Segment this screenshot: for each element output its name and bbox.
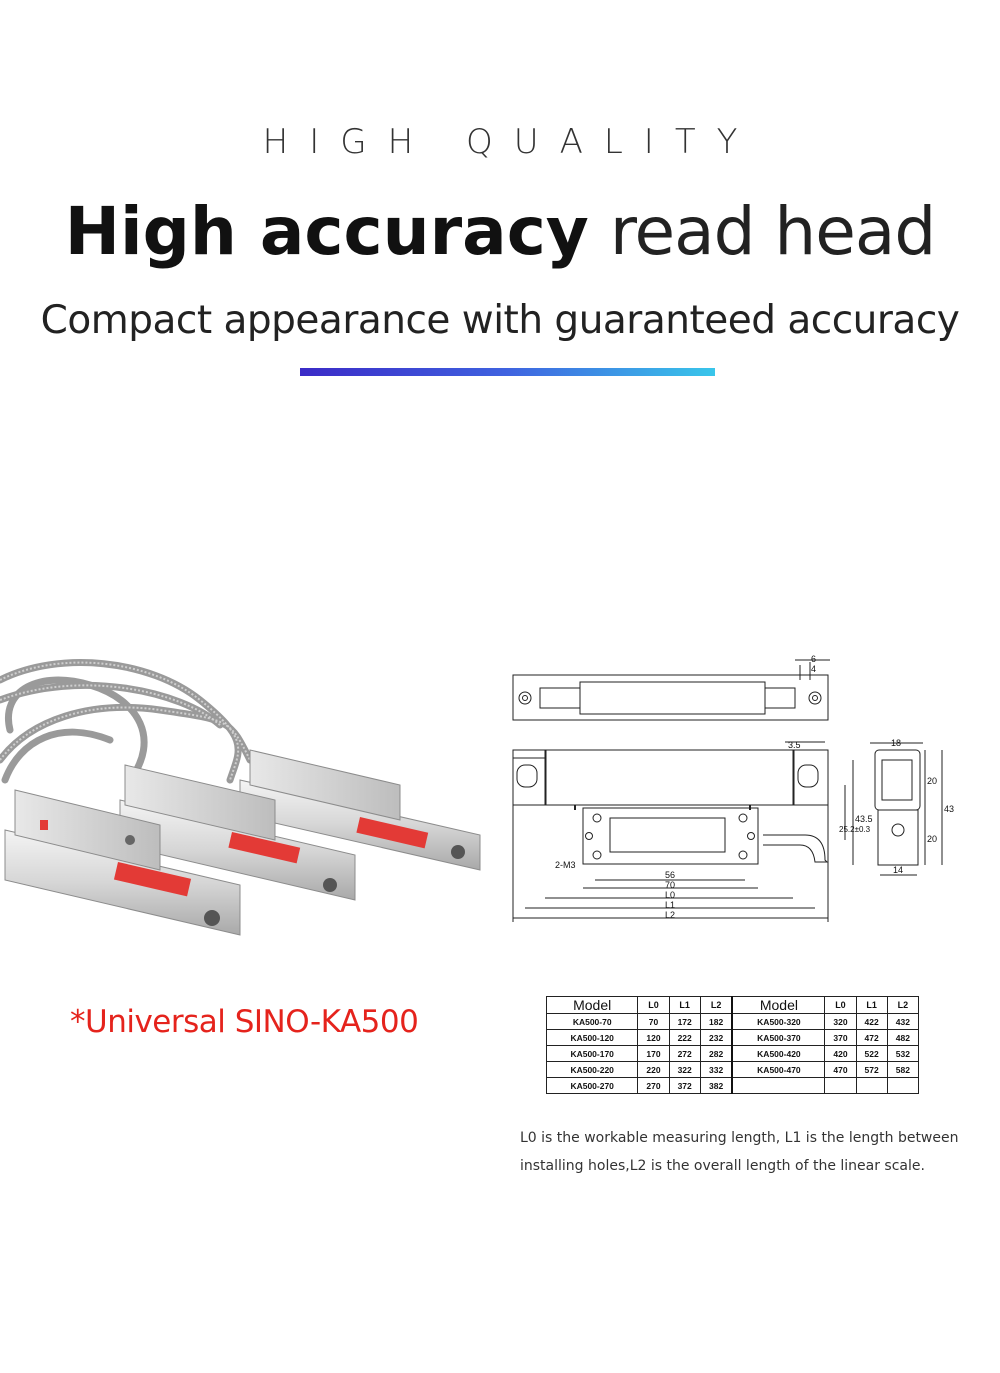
headline-bold: High accuracy	[64, 193, 589, 270]
table-row: KA500-70 70 172 182 KA500-320 320 422 43…	[545, 1013, 920, 1030]
dim-25-2: 25.2±0.3	[839, 825, 871, 834]
note-line-2: installing holes,L2 is the overall lengt…	[520, 1158, 925, 1174]
cell: 172	[668, 1013, 701, 1030]
headline-light: read head	[609, 193, 936, 270]
cell: 422	[855, 1013, 888, 1030]
cell: 572	[855, 1061, 888, 1078]
dim-14: 14	[893, 865, 903, 875]
technical-drawing: 6 4 3.5 18 20 43.5 25.2±0.3 43 20 14 2-M…	[512, 654, 954, 922]
cell: KA500-470	[731, 1061, 826, 1078]
header-model: Model	[545, 996, 639, 1014]
dim-18: 18	[891, 738, 901, 748]
note-line-1: L0 is the workable measuring length, L1 …	[520, 1130, 959, 1146]
accent-divider	[300, 368, 715, 376]
cell: KA500-220	[545, 1061, 639, 1078]
cell: 432	[886, 1013, 920, 1030]
table-header-row: Model L0 L1 L2 Model L0 L1 L2	[545, 996, 920, 1014]
cell	[824, 1077, 857, 1094]
cell: 322	[668, 1061, 701, 1078]
cell: 582	[886, 1061, 920, 1078]
cell	[886, 1077, 920, 1094]
model-label: *Universal SINO-KA500	[70, 1004, 419, 1040]
dim-l1: L1	[665, 900, 675, 910]
cell: 270	[637, 1077, 670, 1094]
cell: KA500-370	[731, 1029, 826, 1046]
dim-4: 4	[811, 664, 816, 674]
cell: 282	[699, 1045, 733, 1062]
dim-43-5: 43.5	[855, 814, 873, 824]
cell: 420	[824, 1045, 857, 1062]
header-l1-right: L1	[855, 996, 888, 1014]
length-note: L0 is the workable measuring length, L1 …	[520, 1124, 990, 1180]
cell: KA500-270	[545, 1077, 639, 1094]
header-l2-right: L2	[886, 996, 920, 1014]
cable-bundle	[0, 659, 254, 784]
drawing-dimension-lines	[512, 805, 829, 922]
table-row: KA500-170 170 272 282 KA500-420 420 522 …	[545, 1045, 920, 1062]
header-l1: L1	[668, 996, 701, 1014]
header-l0: L0	[637, 996, 670, 1014]
cell: 370	[824, 1029, 857, 1046]
table-row: KA500-220 220 322 332 KA500-470 470 572 …	[545, 1061, 920, 1078]
cell: 382	[699, 1077, 733, 1094]
cell: 472	[855, 1029, 888, 1046]
cell: KA500-170	[545, 1045, 639, 1062]
dim-l2: L2	[665, 910, 675, 920]
cell: 182	[699, 1013, 733, 1030]
dim-70: 70	[665, 880, 675, 890]
dim-2-m3: 2-M3	[555, 860, 576, 870]
cell: 70	[637, 1013, 670, 1030]
linear-scale-front	[4, 789, 241, 936]
cell: 532	[886, 1045, 920, 1062]
dim-6: 6	[811, 654, 816, 664]
dim-56: 56	[665, 870, 675, 880]
product-image	[0, 659, 481, 936]
cell: 332	[699, 1061, 733, 1078]
dim-3-5: 3.5	[788, 740, 801, 750]
cell: KA500-120	[545, 1029, 639, 1046]
cell: KA500-320	[731, 1013, 826, 1030]
linear-scale-middle	[119, 764, 356, 901]
cell: 120	[637, 1029, 670, 1046]
headline: High accuracy read head	[0, 193, 1000, 270]
kicker-heading: HIGH QUALITY	[262, 122, 759, 162]
cell: 482	[886, 1029, 920, 1046]
cell: 320	[824, 1013, 857, 1030]
dim-l0: L0	[665, 890, 675, 900]
drawing-side-view	[844, 742, 943, 876]
drawing-top-view	[512, 659, 830, 721]
cell: 470	[824, 1061, 857, 1078]
cell: KA500-420	[731, 1045, 826, 1062]
linear-scale-back	[239, 749, 481, 871]
dim-20-top: 20	[927, 776, 937, 786]
cell: 272	[668, 1045, 701, 1062]
spec-table: Model L0 L1 L2 Model L0 L1 L2 KA500-70 7…	[545, 996, 920, 1094]
cell	[731, 1077, 826, 1094]
subtitle: Compact appearance with guaranteed accur…	[40, 298, 960, 343]
cell: 222	[668, 1029, 701, 1046]
header-l2: L2	[699, 996, 733, 1014]
cell: 522	[855, 1045, 888, 1062]
cell: 232	[699, 1029, 733, 1046]
drawing-front-view	[512, 741, 829, 865]
header-model-right: Model	[731, 996, 826, 1014]
cell: KA500-70	[545, 1013, 639, 1030]
header-l0-right: L0	[824, 996, 857, 1014]
table-row: KA500-270 270 372 382	[545, 1077, 920, 1094]
cell: 220	[637, 1061, 670, 1078]
dim-43: 43	[944, 804, 954, 814]
cell	[855, 1077, 888, 1094]
dim-20-bottom: 20	[927, 834, 937, 844]
cell: 372	[668, 1077, 701, 1094]
cell: 170	[637, 1045, 670, 1062]
table-row: KA500-120 120 222 232 KA500-370 370 472 …	[545, 1029, 920, 1046]
